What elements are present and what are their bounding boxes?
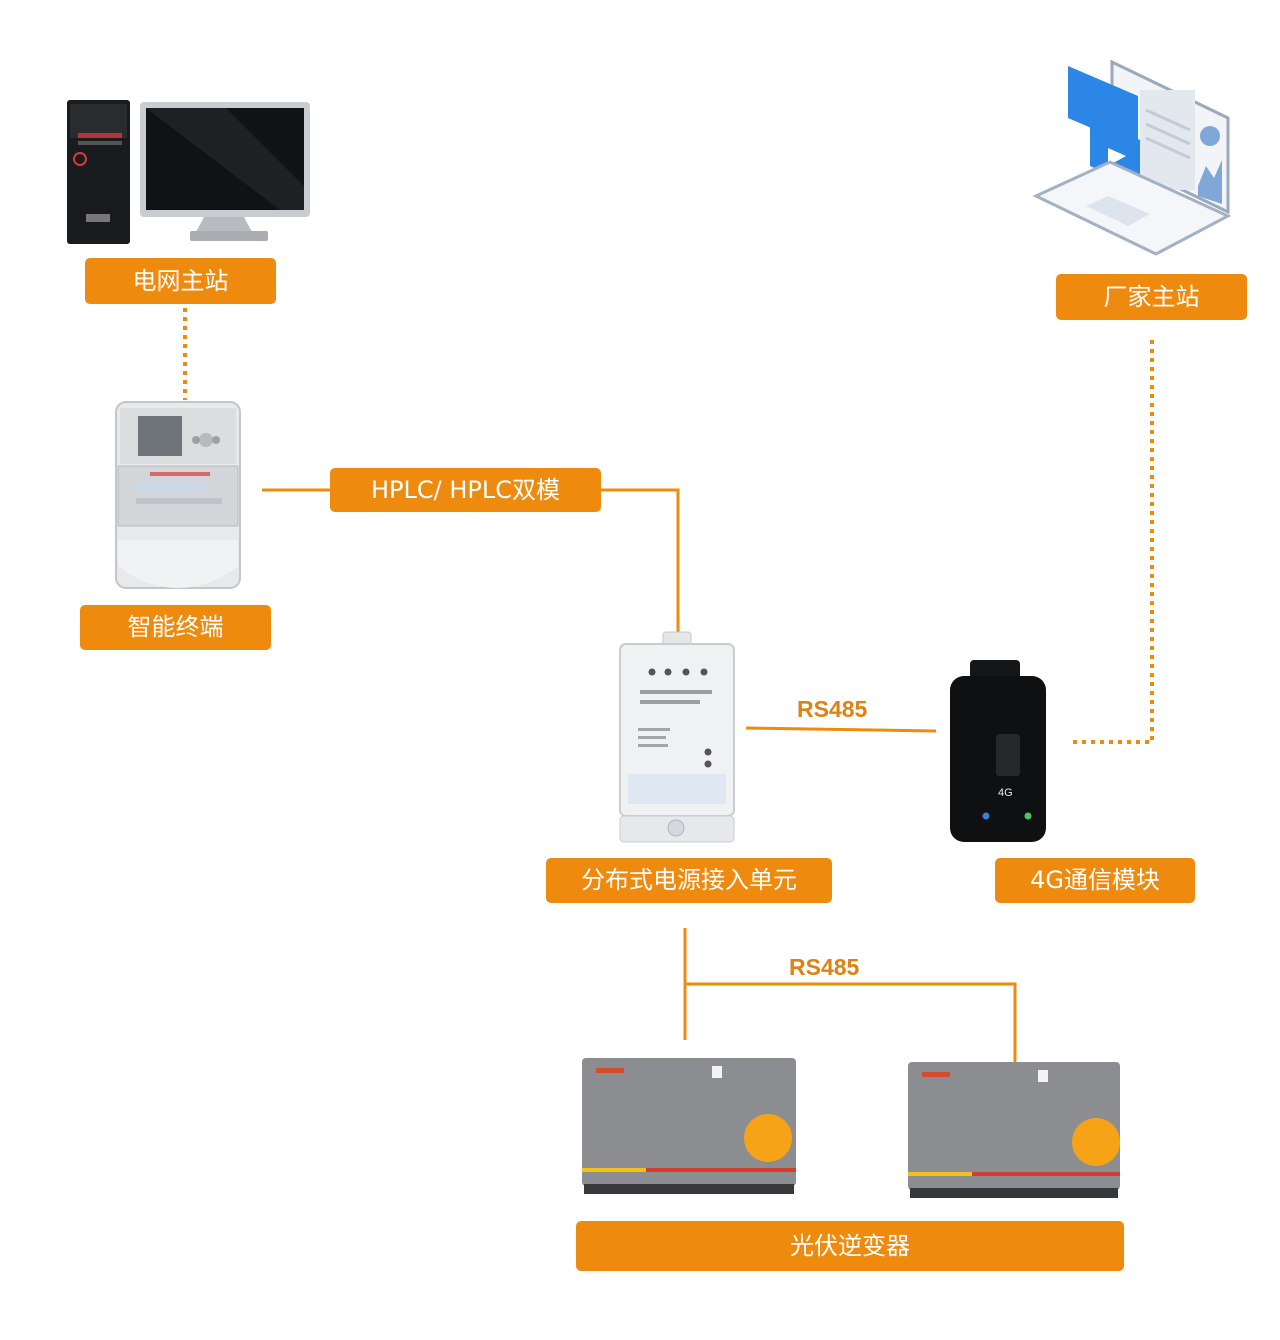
smart-meter-icon	[115, 401, 241, 589]
pv-inverter-icon	[582, 1058, 796, 1194]
vendor-to-module-dotted-line	[1070, 340, 1154, 744]
grid-master-label: 电网主站	[85, 258, 276, 304]
rs485-module-line	[745, 726, 937, 733]
4g-badge-text: 4G	[998, 787, 1013, 799]
pv-inverter-icon	[908, 1062, 1120, 1198]
rs485-module-text: RS485	[797, 696, 868, 722]
vendor-master-label: 厂家主站	[1056, 274, 1247, 320]
hplc-line	[262, 488, 680, 640]
rs485-inverters-line	[685, 982, 1017, 1062]
smart-terminal-label: 智能终端	[80, 605, 271, 650]
laptop-dashboard-icon	[1032, 59, 1232, 256]
access-unit-icon	[619, 631, 735, 843]
access-unit-label: 分布式电源接入单元	[546, 858, 832, 903]
rs485-inverters-text: RS485	[789, 954, 860, 980]
desktop-computer-icon	[67, 100, 310, 244]
inverters-label: 光伏逆变器	[576, 1221, 1124, 1271]
hplc-link-label: HPLC/ HPLC双模	[330, 468, 601, 512]
comm-module-label: 4G通信模块	[995, 858, 1195, 903]
4g-module-icon: 4G	[950, 660, 1046, 842]
